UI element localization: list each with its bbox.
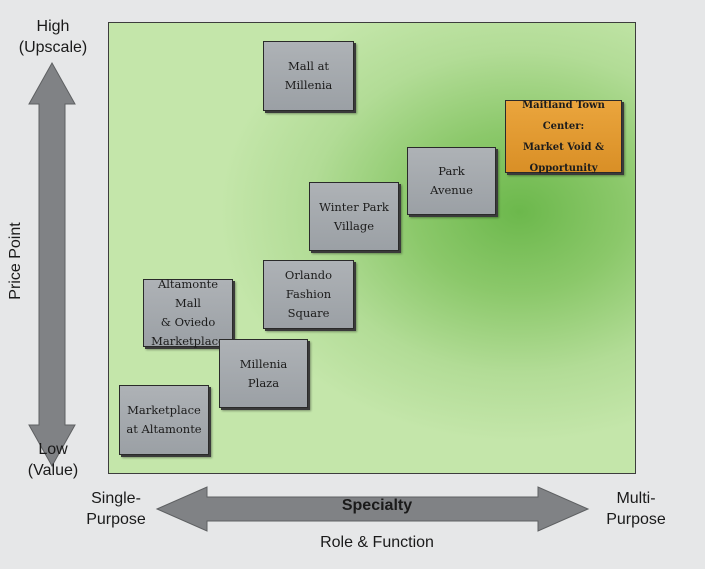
y-axis-low-label: Low (Value) — [27, 441, 79, 479]
y-axis-title: Price Point — [7, 222, 24, 300]
box-winter-park-village: Winter Park Village — [309, 182, 399, 251]
y-axis-high-label: High (Upscale) — [18, 18, 88, 56]
x-axis-title: Role & Function — [320, 534, 434, 551]
x-axis-right-label: Multi- Purpose — [606, 490, 666, 528]
horizontal-arrow — [155, 486, 590, 532]
box-mall-at-millenia: Mall at Millenia — [263, 41, 354, 111]
box-millenia-plaza: Millenia Plaza — [219, 339, 308, 408]
x-axis-middle-label: Specialty — [341, 497, 413, 514]
box-altamonte-mall: Altamonte Mall & Oviedo Marketplace — [143, 277, 233, 348]
box-maitland-town-center: Maitland Town Center: Market Void & Oppo… — [505, 100, 622, 174]
vertical-arrow — [28, 61, 76, 468]
box-orlando-fashion-square: Orlando Fashion Square — [263, 260, 354, 329]
x-axis-left-label: Single- Purpose — [86, 490, 146, 528]
box-park-avenue: Park Avenue — [407, 147, 496, 215]
box-marketplace-at-altamonte: Marketplace at Altamonte — [119, 385, 209, 455]
